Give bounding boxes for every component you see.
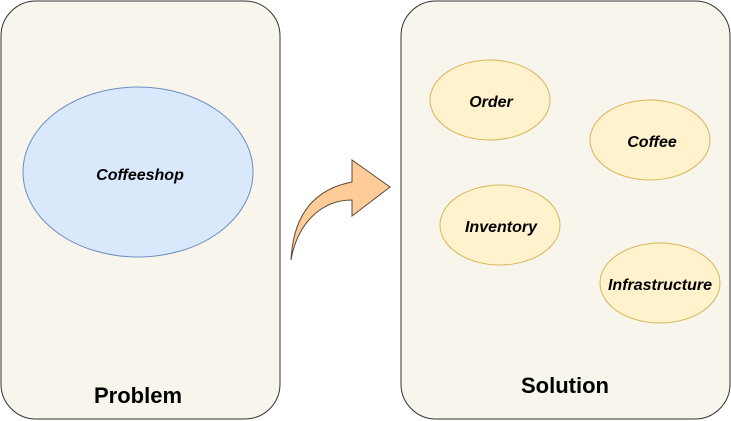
solution-title: Solution: [521, 373, 609, 398]
inventory-node: [439, 184, 561, 266]
inventory-node-label: Inventory: [465, 219, 538, 236]
coffeeshop-node-label: Coffeeshop: [96, 167, 184, 184]
problem-panel: Coffeeshop Problem: [0, 0, 281, 420]
coffee-node-label: Coffee: [627, 134, 677, 151]
infrastructure-node-label: Infrastructure: [608, 277, 712, 294]
curved-arrow-right-icon: [290, 159, 391, 261]
solution-panel: Order Coffee Inventory Infrastructure So…: [400, 0, 731, 420]
order-node-label: Order: [469, 94, 513, 111]
order-node: [429, 59, 551, 141]
coffee-node: [589, 99, 711, 181]
infrastructure-node: [599, 242, 721, 324]
coffeeshop-node: [22, 86, 254, 258]
problem-title: Problem: [94, 383, 182, 408]
